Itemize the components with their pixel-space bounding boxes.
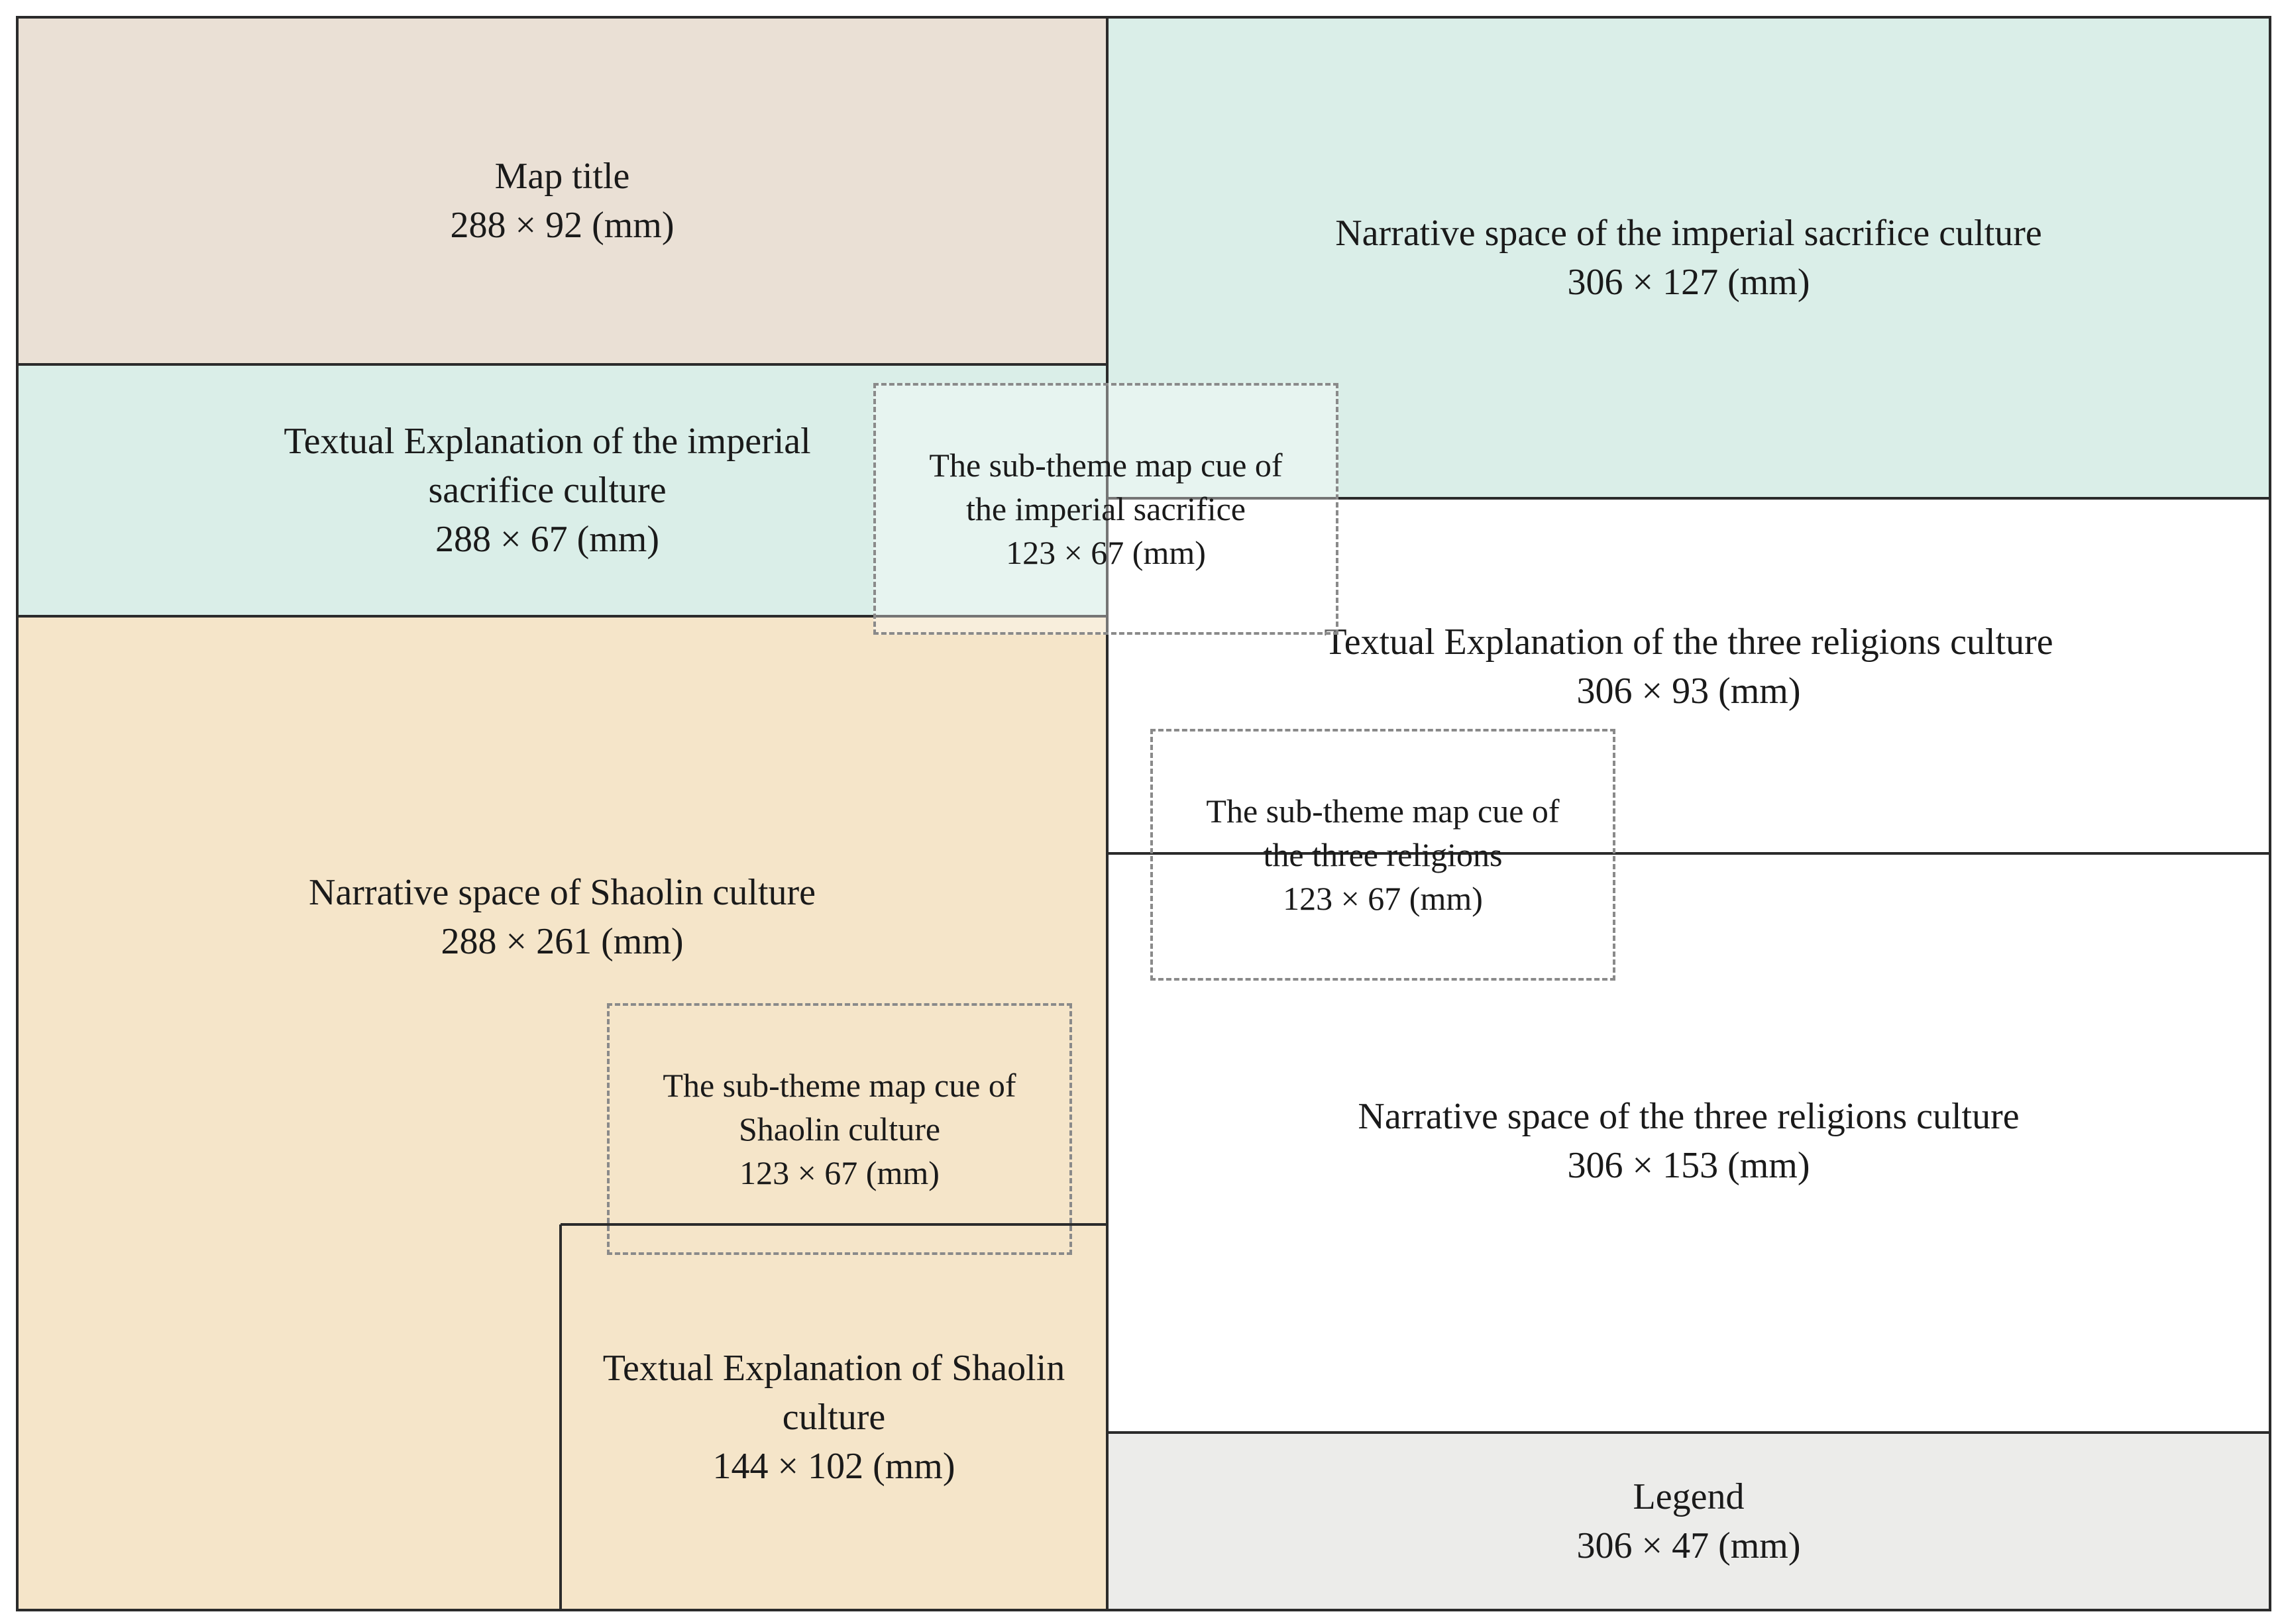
shaolin-text-label: Textual Explanation of Shaolin culture xyxy=(602,1348,1065,1438)
map-title-region: Map title 288 × 92 (mm) xyxy=(17,17,1107,364)
shaolin-text-content: Textual Explanation of Shaolin culture 1… xyxy=(561,1344,1107,1491)
imperial-cue-box: The sub-theme map cue of the imperial sa… xyxy=(873,383,1338,635)
legend-region: Legend 306 × 47 (mm) xyxy=(1107,1433,2270,1610)
three-religions-cue-label: The sub-theme map cue of the three relig… xyxy=(1206,792,1560,873)
imperial-cue-label: The sub-theme map cue of the imperial sa… xyxy=(929,447,1283,527)
shaolin-text-dims: 144 × 102 (mm) xyxy=(712,1446,955,1487)
legend-dims: 306 × 47 (mm) xyxy=(1576,1525,1801,1566)
imperial-narrative-label: Narrative space of the imperial sacrific… xyxy=(1335,213,2042,254)
imperial-text-label: Textual Explanation of the imperial sacr… xyxy=(284,421,811,511)
three-religions-text-label: Textual Explanation of the three religio… xyxy=(1324,622,2053,663)
three-religions-cue-dims: 123 × 67 (mm) xyxy=(1283,880,1483,917)
shaolin-narrative-dims: 288 × 261 (mm) xyxy=(441,921,684,962)
three-religions-cue-box: The sub-theme map cue of the three relig… xyxy=(1150,729,1615,981)
shaolin-narrative-content: Narrative space of Shaolin culture 288 ×… xyxy=(17,868,1107,966)
shaolin-narrative-label: Narrative space of Shaolin culture xyxy=(308,872,816,913)
shaolin-cue-box: The sub-theme map cue of Shaolin culture… xyxy=(607,1003,1072,1255)
shaolin-text-region: Textual Explanation of Shaolin culture 1… xyxy=(561,1224,1107,1610)
imperial-text-dims: 288 × 67 (mm) xyxy=(435,519,659,560)
imperial-narrative-dims: 306 × 127 (mm) xyxy=(1567,262,1810,303)
map-title-dims: 288 × 92 (mm) xyxy=(450,205,675,246)
imperial-cue-dims: 123 × 67 (mm) xyxy=(1006,534,1206,571)
shaolin-cue-dims: 123 × 67 (mm) xyxy=(739,1154,940,1191)
legend-label: Legend xyxy=(1633,1476,1745,1517)
three-religions-narrative-content: Narrative space of the three religions c… xyxy=(1107,1092,2270,1190)
three-religions-narrative-label: Narrative space of the three religions c… xyxy=(1358,1096,2020,1137)
shaolin-cue-label: The sub-theme map cue of Shaolin culture xyxy=(663,1067,1016,1148)
three-religions-text-dims: 306 × 93 (mm) xyxy=(1576,671,1801,712)
map-title-label: Map title xyxy=(494,156,630,197)
three-religions-narrative-dims: 306 × 153 (mm) xyxy=(1567,1145,1810,1186)
